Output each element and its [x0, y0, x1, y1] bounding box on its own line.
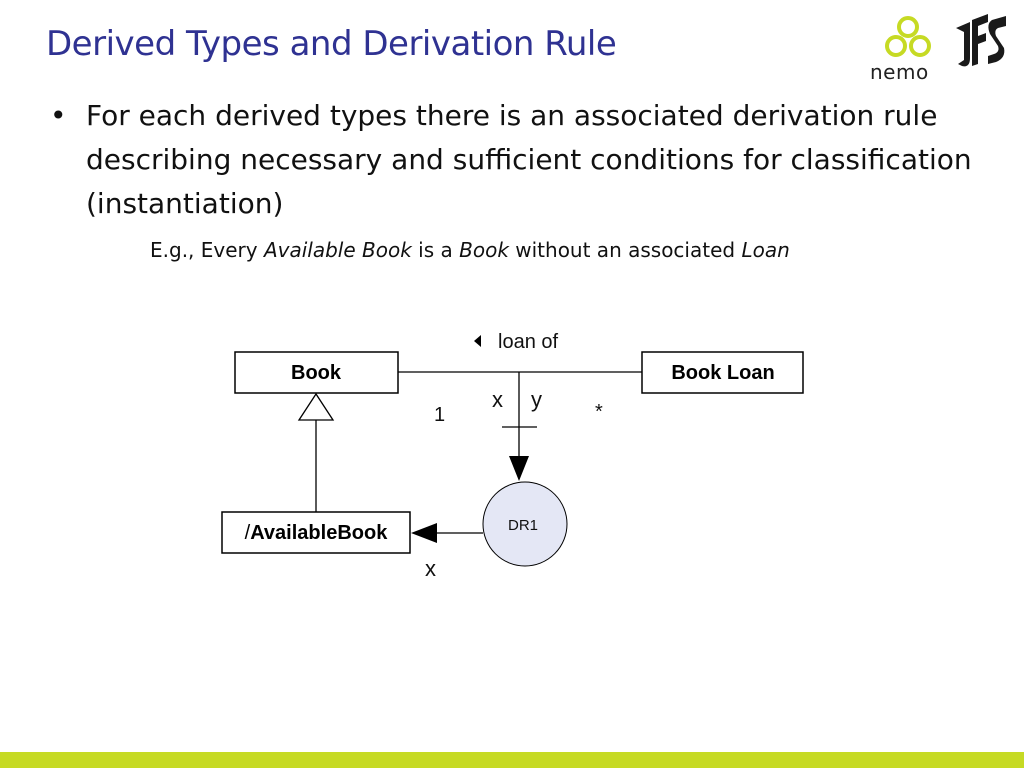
example-term-available-book: Available Book: [263, 238, 412, 262]
rule-var-x: x: [492, 387, 503, 412]
class-available-book[interactable]: [221, 511, 411, 554]
example-term-loan: Loan: [741, 238, 790, 262]
rule-output-var: x: [425, 556, 436, 581]
slide-title: Derived Types and Derivation Rule: [46, 24, 617, 64]
nemo-logo-icon: [885, 16, 931, 57]
class-book[interactable]: [234, 351, 399, 394]
class-available-book-label: /AvailableBook: [245, 522, 389, 544]
triangle-left-icon: [474, 335, 481, 347]
example-term-book: Book: [459, 238, 509, 262]
arrowhead-left-icon: [411, 523, 437, 543]
class-book-loan-label: Book Loan: [671, 362, 774, 384]
nemo-logo-text: nemo: [870, 60, 929, 84]
logo-area: nemo: [866, 12, 1014, 84]
derivation-rule-node[interactable]: [482, 481, 568, 567]
derivation-rule-label: DR1: [508, 517, 538, 534]
ufes-logo-icon: [956, 14, 1006, 67]
class-book-loan[interactable]: [641, 351, 804, 394]
example-text-3: without an associated: [508, 238, 742, 262]
association-name: loan of: [498, 331, 558, 353]
multiplicity-book: 1: [434, 404, 445, 426]
bullet-dot: •: [50, 99, 67, 132]
multiplicity-book-loan: *: [595, 401, 603, 423]
bullet-text: For each derived types there is an assoc…: [86, 99, 972, 220]
class-book-label: Book: [291, 362, 342, 384]
example-text-1: E.g., Every: [150, 238, 264, 262]
example-text-2: is a: [411, 238, 460, 262]
example-sentence: E.g., Every Available Book is a Book wit…: [150, 238, 790, 262]
rule-var-y: y: [531, 387, 542, 412]
footer-bar: [0, 752, 1024, 768]
generalization-triangle-icon: [297, 392, 335, 421]
arrowhead-down-icon: [509, 456, 529, 481]
